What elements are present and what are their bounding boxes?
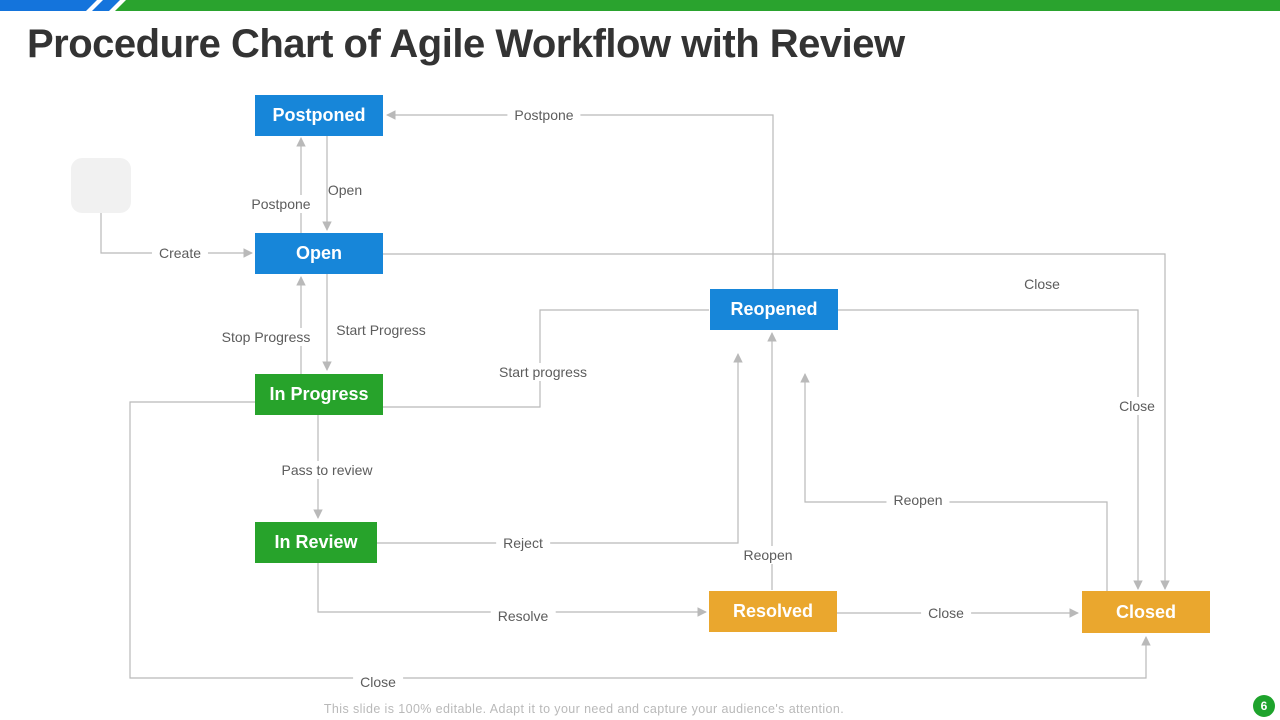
edge-bottom-close-line <box>129 401 1151 679</box>
edge-label-bottom-close: Close <box>353 673 403 691</box>
node-resolved: Resolved <box>709 591 837 632</box>
node-closed: Closed <box>1082 591 1210 633</box>
edge-label-reopened-close: Close <box>1112 397 1162 415</box>
edge-label-resolve: Resolve <box>490 607 556 625</box>
node-open: Open <box>255 233 383 274</box>
edge-label-create: Create <box>151 244 209 262</box>
top-accent-bar <box>0 0 1280 11</box>
page-title: Procedure Chart of Agile Workflow with R… <box>27 22 905 66</box>
edge-resolve-line <box>317 563 707 617</box>
node-in-review: In Review <box>255 522 377 563</box>
node-postponed: Postponed <box>255 95 383 136</box>
edge-label-reopen-closed: Reopen <box>886 491 950 509</box>
edge-reopen-closed-line <box>800 373 1108 591</box>
edge-label-postpone-up: Postpone <box>244 195 318 213</box>
edge-start-progress2-line <box>382 309 709 408</box>
edge-open-close-line <box>382 253 1170 590</box>
top-bar-slash <box>92 0 120 11</box>
edge-label-open-close: Close <box>1024 276 1060 292</box>
edge-reject-line <box>377 353 743 544</box>
edge-label-resolved-close: Close <box>921 604 971 622</box>
edge-label-start-progress2: Start progress <box>492 363 594 381</box>
footer-note: This slide is 100% editable. Adapt it to… <box>323 702 845 716</box>
node-in-progress: In Progress <box>255 374 383 415</box>
edge-label-pass-to-review: Pass to review <box>274 461 380 479</box>
edge-label-open-down: Open <box>327 182 363 198</box>
top-bar-blue-segment <box>0 0 97 11</box>
edge-label-reopen-resolved: Reopen <box>736 546 800 564</box>
edge-label-postpone-top: Postpone <box>507 106 581 124</box>
edge-label-start-progress: Start Progress <box>336 322 426 338</box>
page-number-badge: 6 <box>1253 695 1275 717</box>
top-bar-green-segment <box>115 0 1280 11</box>
edge-reopened-close-line <box>837 309 1143 590</box>
edge-postpone-top-line <box>386 110 774 289</box>
start-node <box>71 158 131 213</box>
edge-label-stop-progress: Stop Progress <box>214 328 318 346</box>
node-reopened: Reopened <box>710 289 838 330</box>
edge-label-reject: Reject <box>496 534 550 552</box>
